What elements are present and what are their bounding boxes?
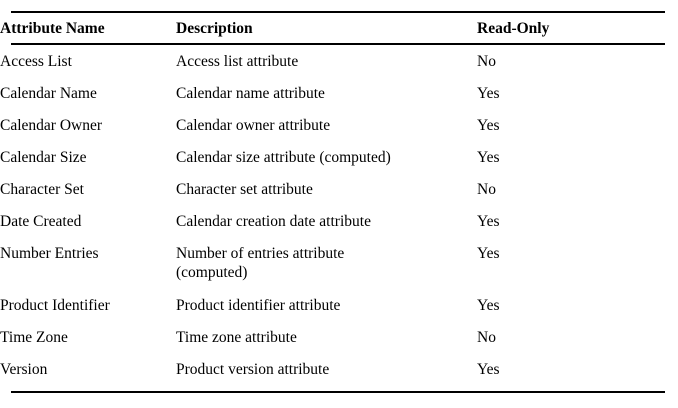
column-header-description: Description — [176, 20, 253, 37]
cell-attribute-name: Version — [0, 361, 48, 378]
cell-attribute-name: Access List — [0, 53, 72, 70]
table-row: Calendar Size Calendar size attribute (c… — [0, 139, 678, 171]
table-bottom-rule — [11, 391, 665, 393]
table-top-rule — [11, 11, 665, 13]
cell-attribute-name: Date Created — [0, 213, 82, 230]
cell-attribute-name: Number Entries — [0, 245, 99, 262]
table-row: Version Product version attribute Yes — [0, 351, 678, 383]
cell-attribute-name: Calendar Name — [0, 85, 97, 102]
cell-read-only: Yes — [477, 245, 500, 262]
cell-attribute-name: Time Zone — [0, 329, 68, 346]
cell-attribute-name: Character Set — [0, 181, 84, 198]
cell-attribute-name: Calendar Size — [0, 149, 87, 166]
table-row: Calendar Owner Calendar owner attribute … — [0, 107, 678, 139]
table-row: Product Identifier Product identifier at… — [0, 287, 678, 319]
table-row: Calendar Name Calendar name attribute Ye… — [0, 75, 678, 107]
column-header-attribute-name: Attribute Name — [0, 20, 105, 37]
cell-description: Calendar owner attribute — [176, 117, 331, 134]
cell-read-only: Yes — [477, 297, 500, 314]
cell-attribute-name: Calendar Owner — [0, 117, 102, 134]
cell-read-only: Yes — [477, 213, 500, 230]
attribute-table: Attribute Name Description Read-Only Acc… — [0, 0, 678, 383]
cell-read-only: No — [477, 181, 496, 198]
cell-description: Number of entries attribute (computed) — [176, 235, 477, 287]
table-row: Character Set Character set attribute No — [0, 171, 678, 203]
cell-read-only: Yes — [477, 85, 500, 102]
cell-read-only: No — [477, 53, 496, 70]
table-row: Date Created Calendar creation date attr… — [0, 203, 678, 235]
table-header-rule — [11, 43, 665, 45]
column-header-read-only: Read-Only — [477, 20, 550, 37]
table-row: Number Entries Number of entries attribu… — [0, 235, 678, 287]
cell-description: Calendar name attribute — [176, 85, 325, 102]
cell-read-only: Yes — [477, 117, 500, 134]
cell-description: Character set attribute — [176, 181, 313, 198]
cell-description-line-2: (computed) — [176, 264, 248, 281]
table-row: Access List Access list attribute No — [0, 43, 678, 75]
cell-description: Product version attribute — [176, 361, 330, 378]
table-body: Access List Access list attribute No Cal… — [0, 43, 678, 383]
table-header-row: Attribute Name Description Read-Only — [0, 0, 678, 43]
cell-description: Access list attribute — [176, 53, 299, 70]
cell-read-only: Yes — [477, 149, 500, 166]
cell-description: Product identifier attribute — [176, 297, 341, 314]
cell-read-only: No — [477, 329, 496, 346]
cell-description: Calendar creation date attribute — [176, 213, 371, 230]
table-header: Attribute Name Description Read-Only — [0, 0, 678, 43]
table-row: Time Zone Time zone attribute No — [0, 319, 678, 351]
cell-description-line-1: Number of entries attribute — [176, 245, 345, 262]
cell-attribute-name: Product Identifier — [0, 297, 110, 314]
cell-read-only: Yes — [477, 361, 500, 378]
cell-description: Time zone attribute — [176, 329, 297, 346]
cell-description: Calendar size attribute (computed) — [176, 149, 391, 166]
